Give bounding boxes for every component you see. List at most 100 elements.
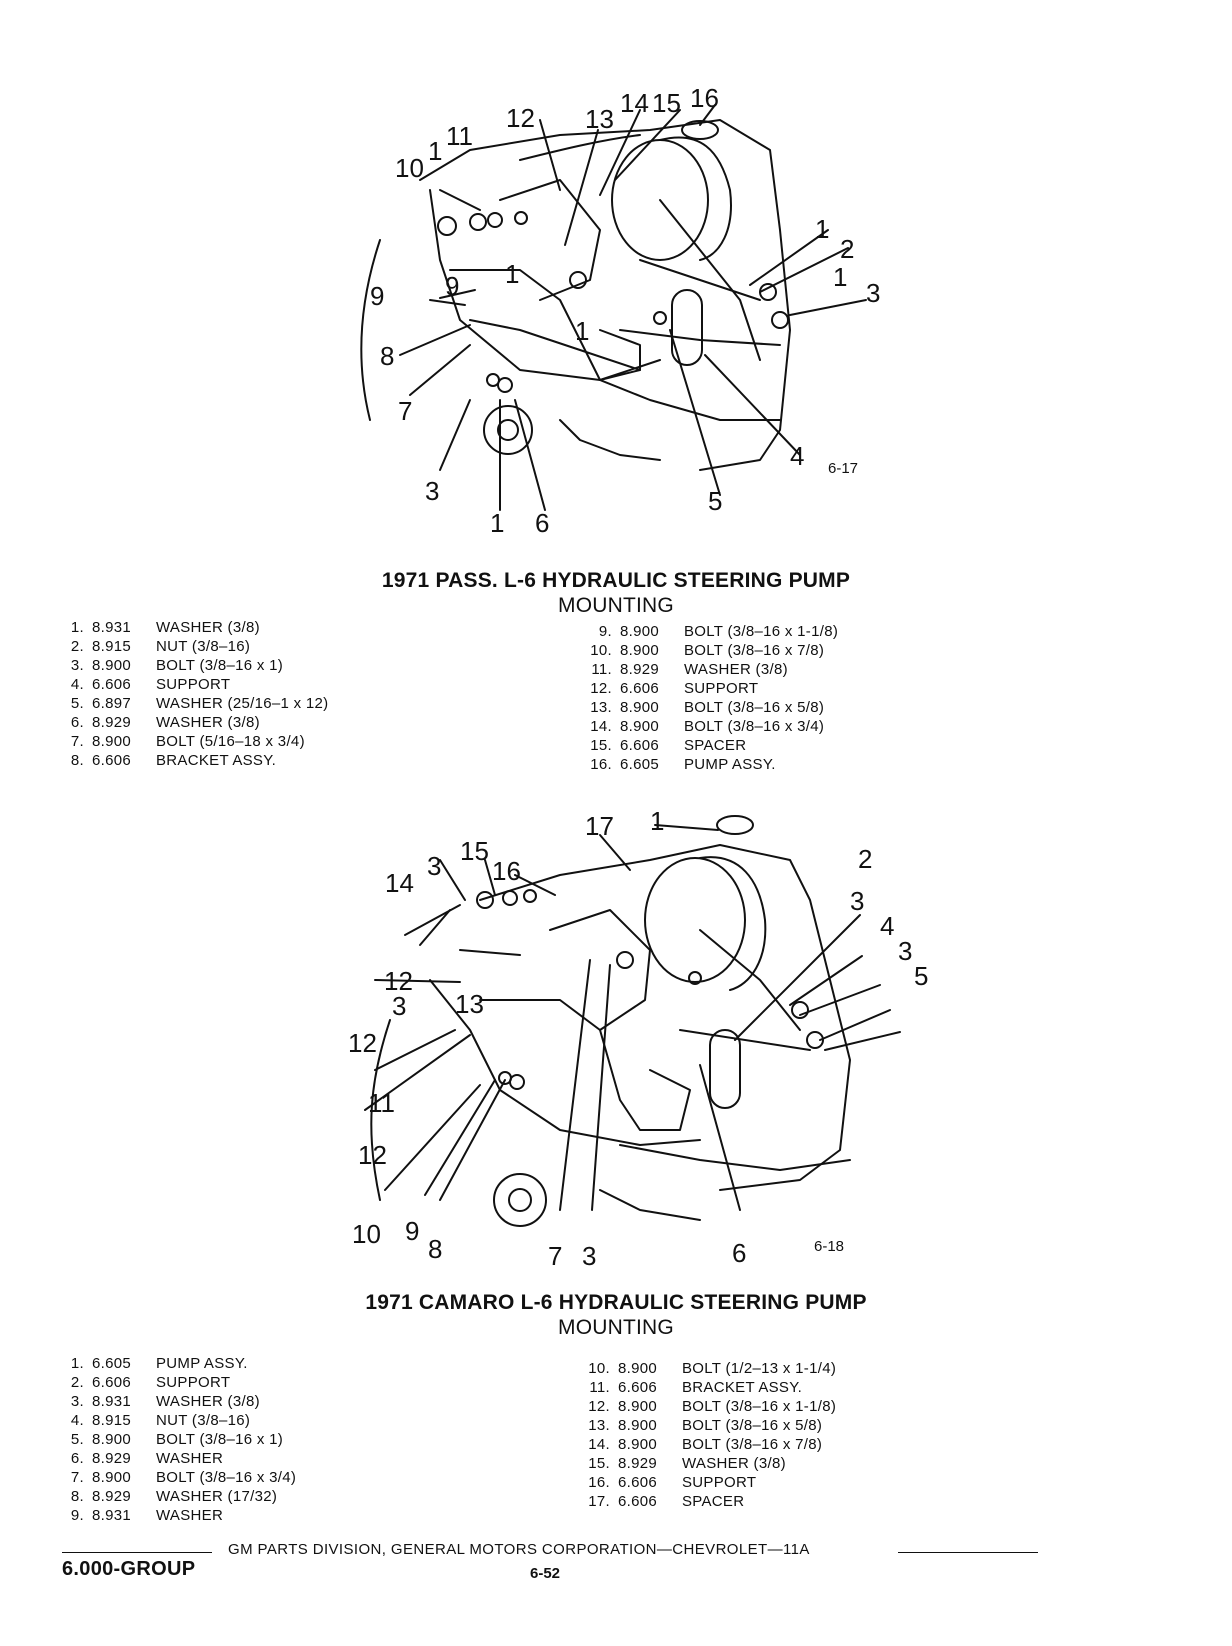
part-group-code: 6.606: [618, 1474, 658, 1491]
part-group-code: 6.606: [620, 680, 660, 697]
page-number: 6-52: [530, 1565, 561, 1582]
part-group-code: 6.606: [620, 737, 660, 754]
part-description: NUT (3/8–16): [156, 1412, 251, 1429]
part-group-code: 8.900: [618, 1398, 658, 1415]
part-number: 6.: [70, 714, 84, 731]
part-group-code: 6.606: [618, 1379, 658, 1396]
part-description: BOLT (3/8–16 x 5/8): [682, 1417, 823, 1434]
part-description: BOLT (5/16–18 x 3/4): [156, 733, 305, 750]
part-number: 4.: [70, 676, 84, 693]
part-group-code: 6.605: [620, 756, 660, 773]
parts-list-row: 7. 8.900 BOLT (3/8–16 x 3/4): [62, 1468, 296, 1487]
fig1-callout: 3: [425, 476, 439, 506]
fig2-callout: 2: [858, 844, 872, 874]
part-description: WASHER: [156, 1507, 224, 1524]
part-description: WASHER (3/8): [156, 619, 260, 636]
group-label: 6.000-GROUP: [62, 1558, 196, 1580]
part-description: SUPPORT: [156, 676, 231, 693]
parts-list-row: 13. 8.900 BOLT (3/8–16 x 5/8): [588, 1416, 836, 1435]
fig2-callout: 3: [582, 1241, 596, 1271]
part-description: SUPPORT: [682, 1474, 757, 1491]
fig1-callout: 6: [535, 508, 549, 538]
part-group-code: 8.900: [618, 1417, 658, 1434]
part-number: 3.: [70, 657, 84, 674]
part-number: 5.: [70, 1431, 84, 1448]
part-description: WASHER (3/8): [684, 661, 788, 678]
fig2-callout: 12: [358, 1140, 387, 1170]
part-group-code: 8.931: [92, 1393, 132, 1410]
part-number: 12.: [588, 1398, 610, 1415]
fig1-callout: 1: [815, 214, 829, 244]
part-description: WASHER (3/8): [682, 1455, 786, 1472]
fig1-callout: 8: [380, 341, 394, 371]
figure-2-illustration: 1 17 15 16 3 14 12 3 13 12 11 12 10 9 8 …: [0, 800, 1232, 1280]
part-number: 8.: [70, 1488, 84, 1505]
fig2-callout: 9: [405, 1216, 419, 1246]
part-number: 9.: [598, 623, 612, 640]
figure-1-number: 6-17: [828, 460, 858, 477]
part-group-code: 8.900: [620, 623, 660, 640]
fig1-callout: 13: [585, 104, 614, 134]
part-description: WASHER (17/32): [156, 1488, 278, 1505]
fig1-callout: 1: [490, 508, 504, 538]
part-group-code: 6.897: [92, 695, 132, 712]
fig1-callout: 9: [370, 281, 384, 311]
fig2-callout: 6: [732, 1238, 746, 1268]
part-group-code: 8.900: [92, 733, 132, 750]
part-group-code: 8.929: [92, 714, 132, 731]
part-number: 1.: [70, 1355, 84, 1372]
part-description: SUPPORT: [684, 680, 759, 697]
part-description: BOLT (3/8–16 x 1): [156, 657, 284, 674]
part-description: WASHER (25/16–1 x 12): [156, 695, 329, 712]
part-number: 13.: [588, 1417, 610, 1434]
fig2-callout: 14: [385, 868, 414, 898]
fig1-callout: 4: [790, 441, 804, 471]
fig2-callout: 10: [352, 1219, 381, 1249]
part-group-code: 6.605: [92, 1355, 132, 1372]
part-description: WASHER: [156, 1450, 224, 1467]
part-description: BRACKET ASSY.: [156, 752, 277, 769]
part-number: 16.: [590, 756, 612, 773]
fig2-callout: 4: [880, 911, 894, 941]
part-number: 7.: [70, 1469, 84, 1486]
part-number: 9.: [70, 1507, 84, 1524]
fig2-callout: 7: [548, 1241, 562, 1271]
footer-rule-right: [898, 1552, 1038, 1553]
part-description: WASHER (3/8): [156, 714, 260, 731]
fig1-callout: 1: [575, 316, 589, 346]
part-number: 2.: [70, 1374, 84, 1391]
part-description: BOLT (3/8–16 x 3/4): [156, 1469, 297, 1486]
part-group-code: 8.900: [92, 1431, 132, 1448]
part-description: PUMP ASSY.: [156, 1355, 248, 1372]
part-number: 1.: [70, 619, 84, 636]
part-description: SPACER: [682, 1493, 745, 1510]
fig1-callout: 3: [866, 278, 880, 308]
fig2-callout: 3: [427, 851, 441, 881]
part-group-code: 8.900: [618, 1436, 658, 1453]
part-description: WASHER (3/8): [156, 1393, 260, 1410]
figure-1-drawing: 10 1 11 12 13 14 15 16 9 9 8 7 3 1 6 1 1…: [360, 83, 880, 538]
part-group-code: 8.900: [92, 1469, 132, 1486]
part-group-code: 8.915: [92, 1412, 132, 1429]
fig1-callout: 1: [833, 262, 847, 292]
part-number: 10.: [590, 642, 612, 659]
part-number: 15.: [588, 1455, 610, 1472]
